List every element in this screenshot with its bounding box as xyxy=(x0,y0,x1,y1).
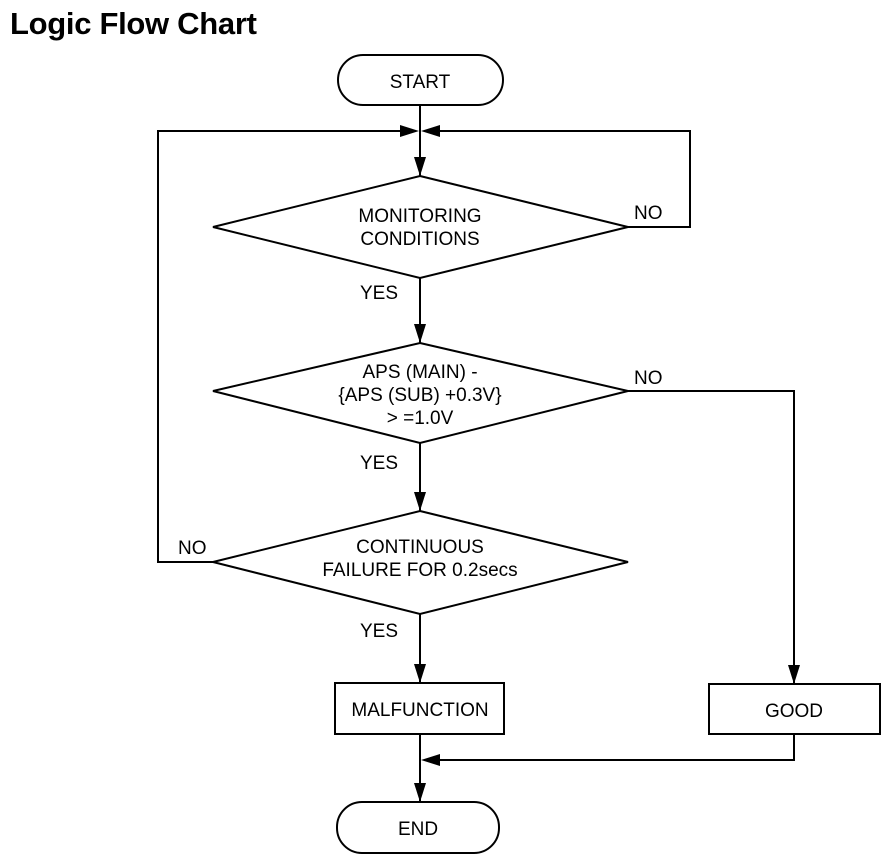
monitoring-decision xyxy=(212,174,629,280)
connector-good-end xyxy=(424,734,795,761)
aps-yes-label: YES xyxy=(360,453,398,474)
aps-no-label: NO xyxy=(634,368,663,389)
continuous-label-line1: CONTINUOUS xyxy=(356,537,484,558)
monitoring-label-line1: MONITORING xyxy=(358,206,481,227)
arrowhead-good-end xyxy=(421,754,440,766)
arrowhead-monitoring-yes xyxy=(414,324,426,343)
continuous-label-line2: FAILURE FOR 0.2secs xyxy=(322,560,517,581)
monitoring-label-line2: CONDITIONS xyxy=(360,229,479,250)
end-label: END xyxy=(398,819,438,840)
page-title: Logic Flow Chart xyxy=(10,6,257,41)
monitoring-yes-label: YES xyxy=(360,283,398,304)
arrowhead-continuous-yes xyxy=(414,664,426,683)
arrowhead-continuous-no xyxy=(400,125,419,137)
arrowhead-start-down xyxy=(414,157,426,176)
aps-label-line2: {APS (SUB) +0.3V} xyxy=(338,385,501,406)
arrowhead-aps-no xyxy=(788,665,800,684)
end-terminator xyxy=(336,801,500,854)
aps-label-line1: APS (MAIN) - xyxy=(362,362,477,383)
arrowhead-malfunction-end xyxy=(414,783,426,802)
arrowhead-monitoring-no xyxy=(421,125,440,137)
continuous-yes-label: YES xyxy=(360,621,398,642)
arrowhead-aps-yes xyxy=(414,492,426,511)
start-label: START xyxy=(390,72,451,93)
good-label: GOOD xyxy=(765,701,823,722)
monitoring-no-label: NO xyxy=(634,203,663,224)
aps-label-line3: > =1.0V xyxy=(387,408,454,429)
malfunction-label: MALFUNCTION xyxy=(351,700,488,721)
connector-continuous-no xyxy=(157,130,416,563)
connector-monitoring-no xyxy=(424,130,691,228)
continuous-no-label: NO xyxy=(178,538,207,559)
connector-aps-no xyxy=(628,390,795,684)
